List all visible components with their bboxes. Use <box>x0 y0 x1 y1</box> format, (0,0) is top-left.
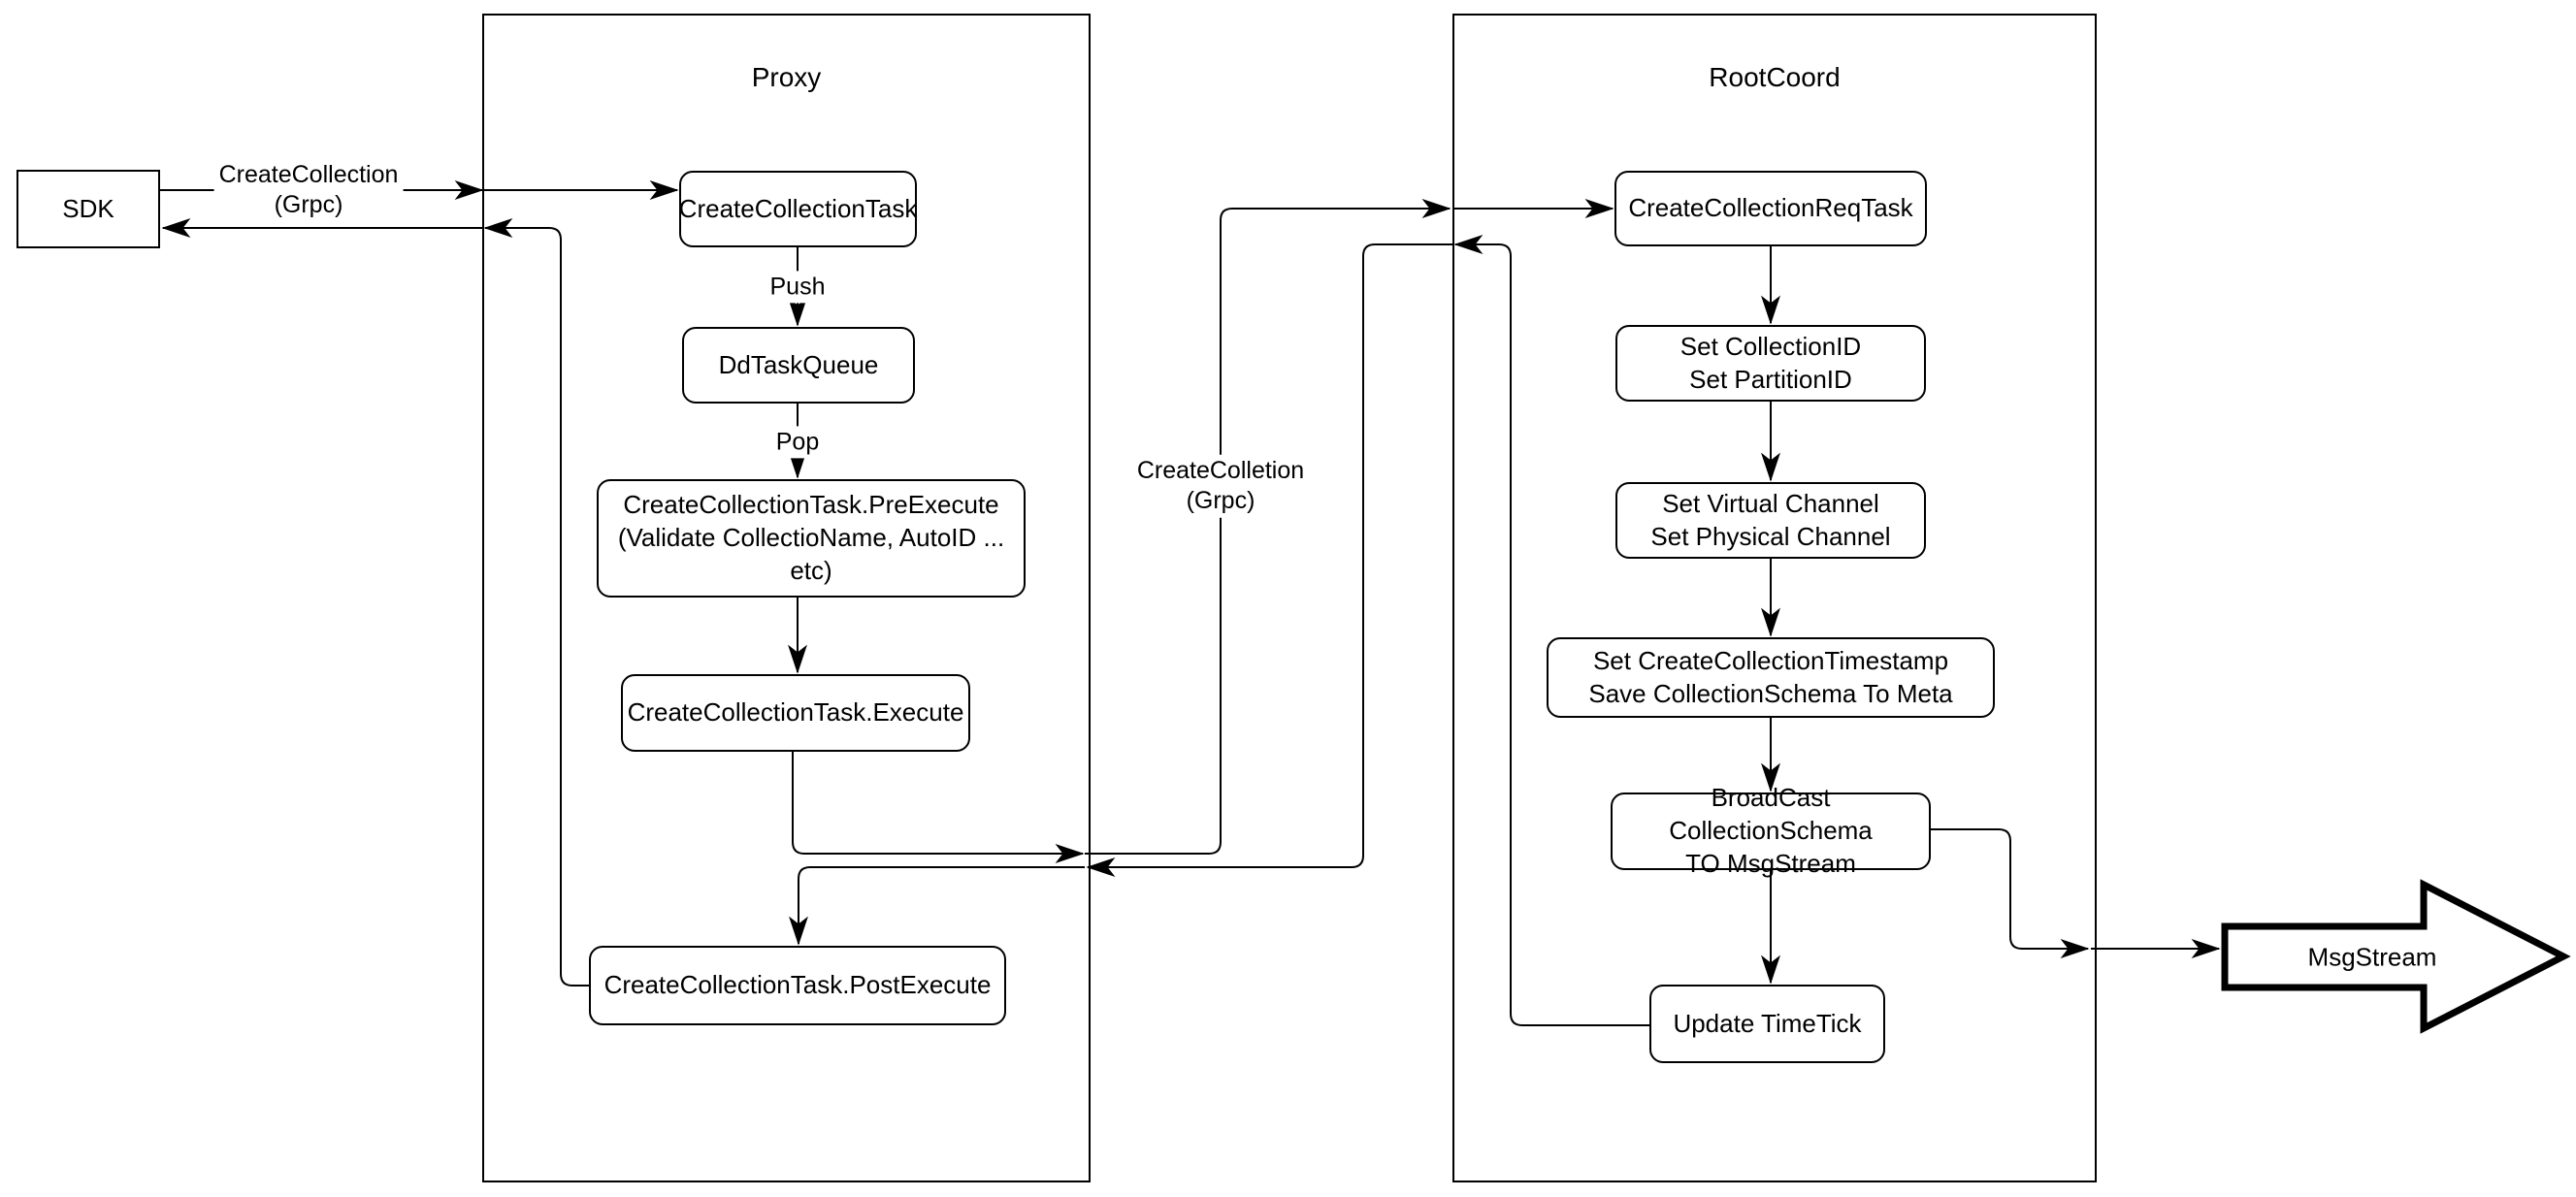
edge-proxy-border-to-postexecute <box>789 866 1085 946</box>
edge-label-pop: Pop <box>770 426 825 459</box>
node-dd-task-queue: DdTaskQueue <box>682 327 915 404</box>
proxy-container-title: Proxy <box>751 62 822 92</box>
node-postexecute: CreateCollectionTask.PostExecute <box>589 946 1006 1025</box>
node-set-timestamp: Set CreateCollectionTimestamp Save Colle… <box>1547 637 1995 718</box>
node-broadcast: BroadCast CollectionSchema TO MsgStream <box>1611 783 1931 878</box>
msgstream-label: MsgStream <box>2307 942 2437 972</box>
node-execute: CreateCollectionTask.Execute <box>621 674 970 752</box>
node-set-ids: Set CollectionID Set PartitionID <box>1615 325 1926 402</box>
rootcoord-container-title: RootCoord <box>1709 62 1841 92</box>
msgstream-arrow-shape <box>2221 879 2571 1034</box>
node-create-collection-req-task: CreateCollectionReqTask <box>1614 171 1927 246</box>
edge-proxy-border-to-rootcoord <box>1085 199 1451 855</box>
node-create-collection-task: CreateCollectionTask <box>679 171 917 247</box>
edge-postexecute-to-proxy-border <box>483 218 589 987</box>
node-set-channels: Set Virtual Channel Set Physical Channel <box>1615 482 1926 559</box>
node-sdk: SDK <box>16 170 160 248</box>
node-preexecute: CreateCollectionTask.PreExecute (Validat… <box>597 479 1026 598</box>
edge-execute-to-proxy-border <box>792 752 1085 863</box>
edge-rootcoord-border-to-proxy-border <box>1086 243 1452 877</box>
edge-label-proxy-to-root-grpc: CreateColletion (Grpc) <box>1131 454 1310 518</box>
edge-broadcast-to-rootcoord-border <box>1931 828 2090 958</box>
rootcoord-container: RootCoord <box>1452 14 2097 1182</box>
edge-timetick-to-rootcoord-border <box>1453 235 1649 1026</box>
proxy-container: Proxy <box>482 14 1091 1182</box>
node-update-timetick: Update TimeTick <box>1649 985 1885 1063</box>
edge-label-sdk-grpc: CreateCollection (Grpc) <box>213 158 404 222</box>
edge-label-push: Push <box>765 271 831 304</box>
